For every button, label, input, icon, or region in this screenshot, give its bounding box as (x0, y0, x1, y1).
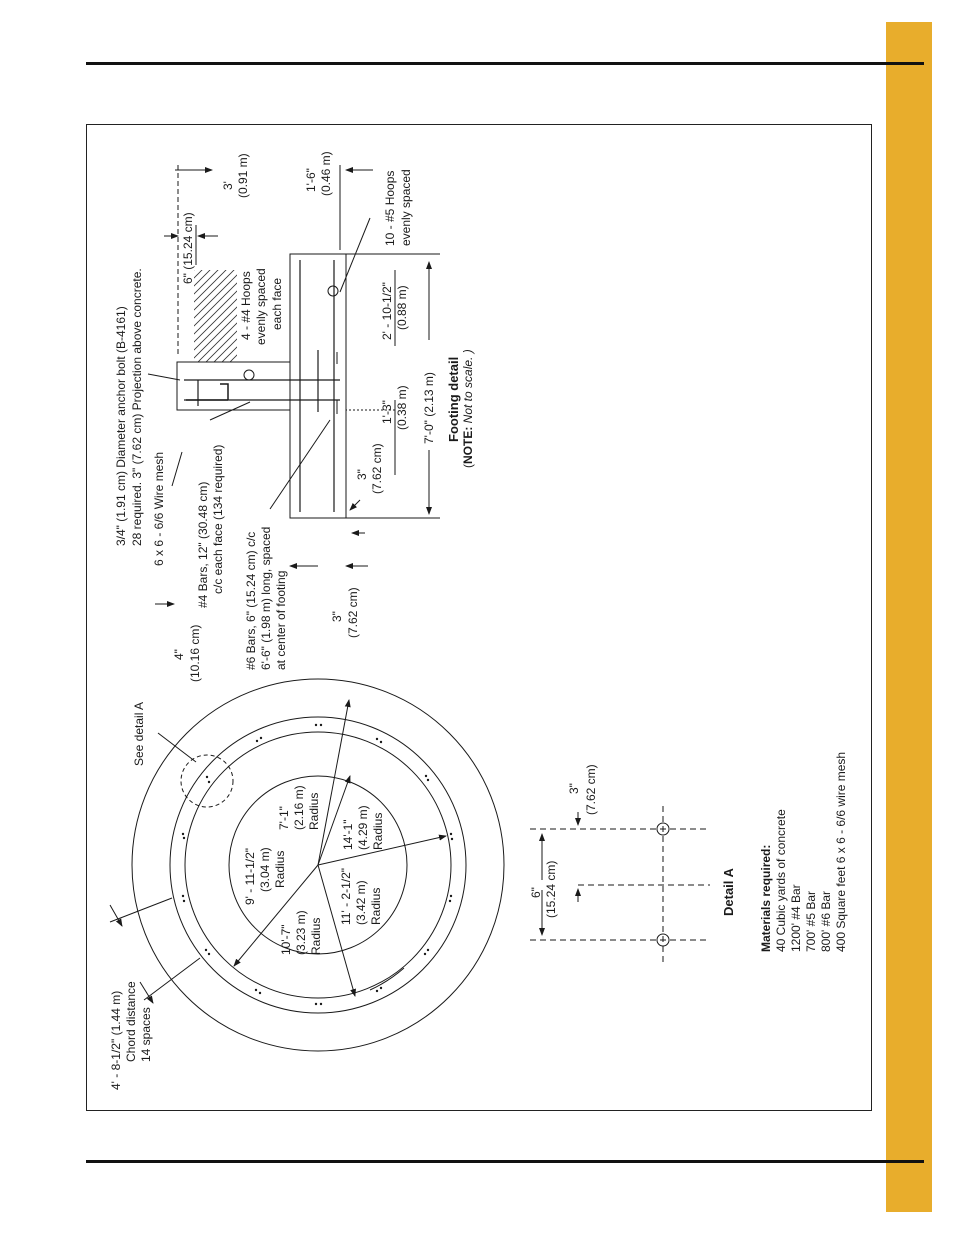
radius-arrow-2 (317, 834, 447, 866)
bars6-label-1: #6 Bars, 6" (15.24 cm) c/c (244, 532, 258, 670)
footer-rule (86, 1160, 924, 1163)
chord-label-3: 14 spaces (139, 1007, 153, 1062)
detail-a (530, 806, 710, 965)
bars6-label-3: at center of footing (274, 571, 288, 670)
hoops4-label-1: 4 - #4 Hoops (239, 271, 253, 340)
dim-2ft10-label-1: 2' - 10-1/2" (380, 282, 394, 340)
bars4-label-1: #4 Bars, 12" (30.48 cm) (196, 482, 210, 608)
bolt-marks (181, 723, 454, 1006)
material-item-3: 700' #5 Bar (804, 891, 818, 952)
radius3-label-1: 10'-7" (279, 924, 293, 955)
footing-section (147, 165, 440, 607)
dim-4in-label-1: 4" (172, 649, 186, 660)
detail-a-labels: 6" (15.24 cm) 3" (7.62 cm) Detail A (529, 764, 736, 918)
hoops4-label-3: each face (270, 278, 284, 330)
detail-a-bolt-1 (656, 822, 670, 836)
material-item-2: 1200' #4 Bar (789, 884, 803, 952)
bolt-circle-inner (184, 731, 452, 999)
dim-3ft-label-1: 3' (221, 181, 235, 190)
radius4-label-2: (3.42 m) (354, 880, 368, 925)
see-detail-leader (157, 732, 197, 763)
bars6-label-2: 6'-6" (1.98 m) long, spaced (259, 527, 273, 670)
footing-slab (289, 253, 347, 519)
chord-label-2: Chord distance (124, 981, 138, 1062)
radius4-label-1: 11' - 2-1/2" (339, 868, 353, 925)
dim-1ft6-label-1: 1'-6" (304, 168, 318, 192)
chord-label-1: 4' - 8-1/2" (1.44 m) (109, 991, 123, 1090)
dim-1ft6-label-2: (0.46 m) (319, 151, 333, 196)
plan-view (109, 678, 505, 1052)
radius-arrow-3 (233, 864, 319, 967)
material-item-1: 40 Cubic yards of concrete (774, 809, 788, 952)
inner-footing-circle (228, 775, 408, 955)
material-item-4: 800' #6 Bar (819, 891, 833, 952)
dim-4in-label-2: (10.16 cm) (188, 625, 202, 682)
chord-leader-2 (143, 957, 201, 1001)
radius3-label-3: Radius (309, 918, 323, 955)
diagram-frame (86, 124, 872, 1111)
bolt-circle-outer (169, 716, 467, 1014)
dim-3in-b-label-1: 3" (355, 469, 369, 480)
hoops4-label-2: evenly spaced (254, 268, 268, 345)
dim-2ft10-label-2: (0.88 m) (395, 285, 409, 330)
bolt-label-2: 28 required. 3" (7.62 cm) Projection abo… (130, 268, 144, 546)
radius1-label-1: 7'-1" (277, 806, 291, 830)
radius5-label-2: (4.29 m) (356, 805, 370, 850)
material-item-5: 400 Square feet 6 x 6 - 6/6 wire mesh (834, 752, 848, 952)
footing-detail-title: Footing detail (446, 357, 461, 442)
wall-section (176, 361, 291, 411)
side-tab (886, 22, 932, 1212)
radius3-label-2: (3.23 m) (294, 910, 308, 955)
footing-note: (NOTE: Not to scale. ) (461, 349, 475, 468)
hoops5-label-2: evenly spaced (399, 169, 413, 246)
footing-labels: 3/4" (1.91 cm) Diameter anchor bolt (B-4… (114, 151, 475, 682)
dim-3in-a-label-2: (7.62 cm) (346, 587, 360, 638)
detail-a-callout-circle (180, 754, 234, 808)
radius-arrow-1 (317, 775, 351, 866)
detail-a-bolt-2 (656, 933, 670, 947)
dim-3in-a-label-1: 3" (330, 611, 344, 622)
radius5-label-1: 14'-1" (341, 819, 355, 850)
detail-a-3in-2: (7.62 cm) (584, 764, 598, 815)
dim-3ft-label-2: (0.91 m) (236, 153, 250, 198)
soil-hatch (194, 270, 237, 362)
dim-7ft-label: 7'-0" (2.13 m) (422, 372, 436, 444)
detail-a-6in-1: 6" (529, 887, 543, 898)
dim-6in-label: 6" (15.24 cm) (181, 212, 195, 284)
radius2-label-2: (3.04 m) (258, 847, 272, 892)
plan-labels: See detail A 4' - 8-1/2" (1.44 m) Chord … (109, 702, 385, 1090)
radius4-label-3: Radius (369, 888, 383, 925)
detail-a-title: Detail A (721, 867, 736, 916)
radius-arrow-4 (317, 864, 356, 997)
radius1-label-3: Radius (307, 793, 321, 830)
radius2-label-3: Radius (273, 851, 287, 888)
bars4-label-2: c/c each face (134 required) (211, 445, 225, 594)
detail-a-3in-1: 3" (567, 783, 581, 794)
radius1-label-2: (2.16 m) (292, 785, 306, 830)
radius-arrow-5 (317, 699, 351, 866)
dim-3in-b-label-2: (7.62 cm) (370, 443, 384, 494)
see-detail-label: See detail A (132, 702, 146, 766)
materials-list: Materials required: 40 Cubic yards of co… (759, 752, 848, 952)
materials-heading: Materials required: (759, 845, 773, 952)
detail-a-6in-2: (15.24 cm) (544, 861, 558, 918)
bolt-label-1: 3/4" (1.91 cm) Diameter anchor bolt (B-4… (114, 306, 128, 546)
dim-1ft3-label-1: 1'-3" (380, 400, 394, 424)
radius5-label-3: Radius (371, 813, 385, 850)
dim-1ft3-label-2: (0.38 m) (395, 385, 409, 430)
chord-leader-1 (109, 897, 173, 923)
radius2-label-1: 9' - 11-1/2" (243, 848, 257, 905)
wire-mesh-leader (171, 451, 183, 487)
wire-mesh-label: 6 x 6 - 6/6 Wire mesh (152, 452, 166, 566)
hoops5-label-1: 10 - #5 Hoops (383, 171, 397, 246)
header-rule (86, 62, 924, 65)
outer-footing-circle (131, 678, 505, 1052)
